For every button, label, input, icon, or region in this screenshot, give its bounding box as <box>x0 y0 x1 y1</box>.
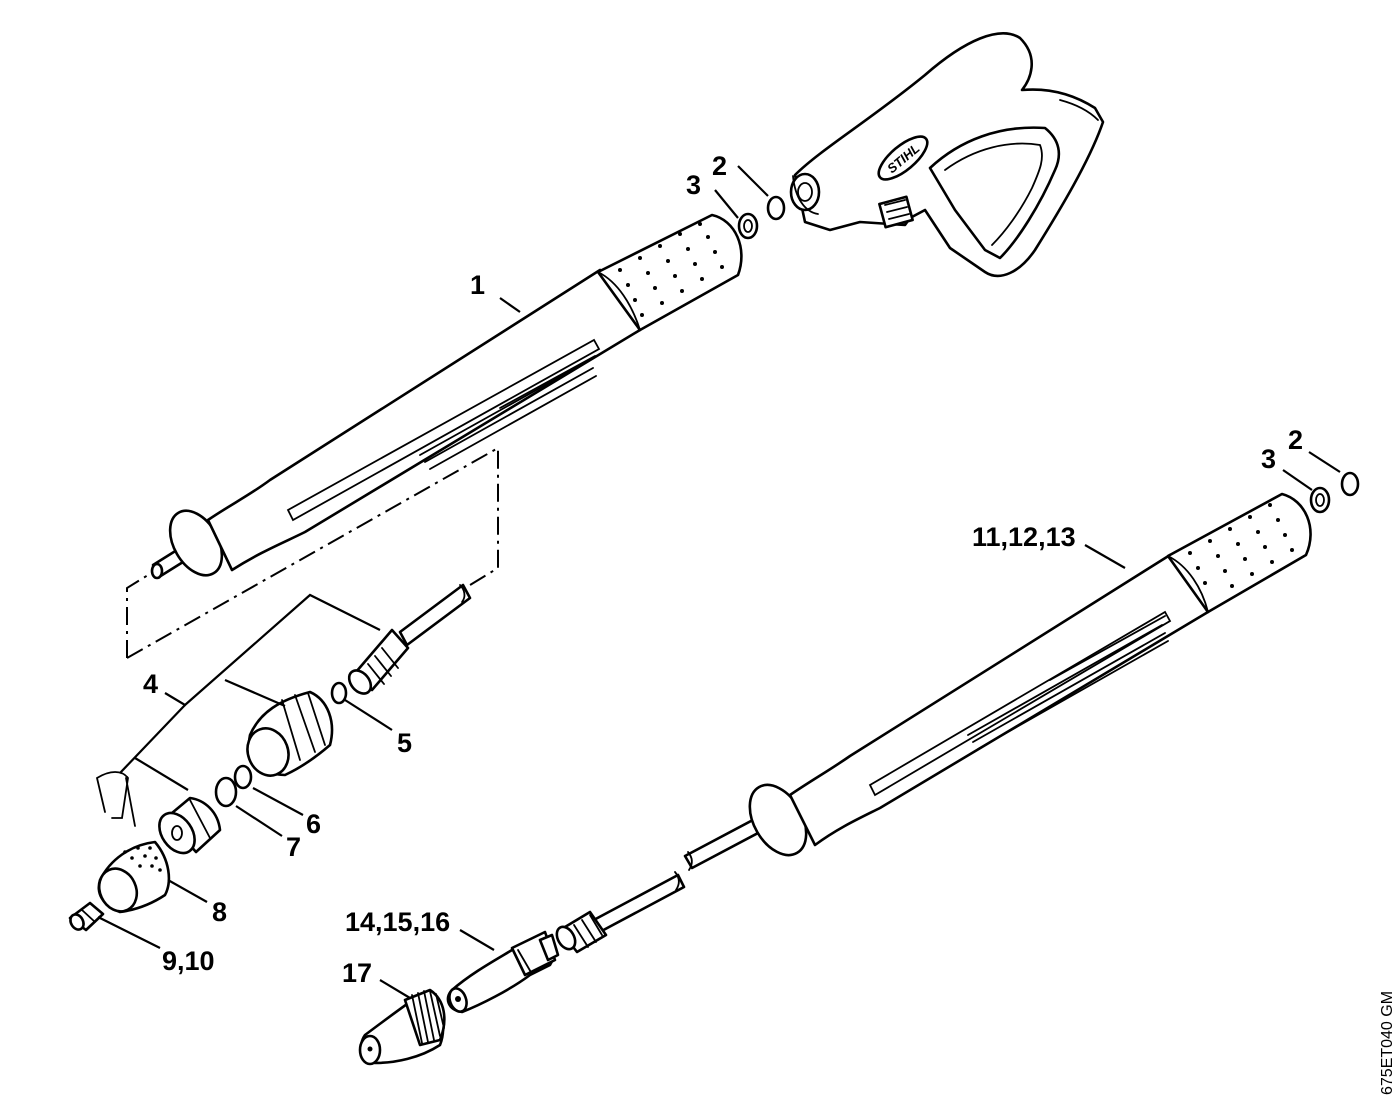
label-part-7: 7 <box>286 832 301 862</box>
label-part-3-top: 3 <box>686 170 701 200</box>
seal-ring-3-top <box>737 212 759 240</box>
o-ring-2-top <box>766 195 786 221</box>
nozzle-tip <box>68 901 105 932</box>
label-part-2-top: 2 <box>712 151 727 181</box>
nozzle-sleeve <box>97 840 171 914</box>
hose-nipple <box>347 583 472 695</box>
nozzle-cap <box>246 690 334 777</box>
wand-1-grip-dots <box>618 222 724 317</box>
label-part-9-10: 9,10 <box>162 946 215 976</box>
o-ring-2-right <box>1340 471 1360 497</box>
o-ring-5 <box>330 681 348 705</box>
label-part-8: 8 <box>212 897 227 927</box>
nozzle-body <box>158 796 222 855</box>
rotor-cap <box>358 988 446 1066</box>
label-part-11-12-13: 11,12,13 <box>972 522 1076 552</box>
spray-wand-2 <box>555 492 1312 954</box>
label-part-6: 6 <box>306 809 321 839</box>
part-labels: 1 2 3 2 3 11,12,13 4 5 6 7 8 9,10 14,15,… <box>143 151 1303 988</box>
retaining-clip <box>95 771 136 827</box>
spray-wand-1 <box>150 213 743 580</box>
label-part-1: 1 <box>470 270 485 300</box>
connection-line <box>126 446 499 659</box>
leader-lines <box>97 165 1341 999</box>
label-part-5: 5 <box>397 728 412 758</box>
label-part-14-15-16: 14,15,16 <box>345 907 450 937</box>
o-ring-6 <box>233 764 253 790</box>
drawing-reference-code: 675ET040 GM <box>1379 991 1396 1095</box>
trigger-gun: STIHL <box>789 32 1105 278</box>
seal-ring-3-right <box>1309 486 1331 514</box>
label-part-2-right: 2 <box>1288 425 1303 455</box>
label-part-4: 4 <box>143 669 158 699</box>
rotor-nozzle <box>446 930 560 1014</box>
label-part-17: 17 <box>342 958 372 988</box>
o-ring-7 <box>214 776 238 808</box>
label-part-3-right: 3 <box>1261 444 1276 474</box>
wand-2-grip-dots <box>1188 503 1294 588</box>
